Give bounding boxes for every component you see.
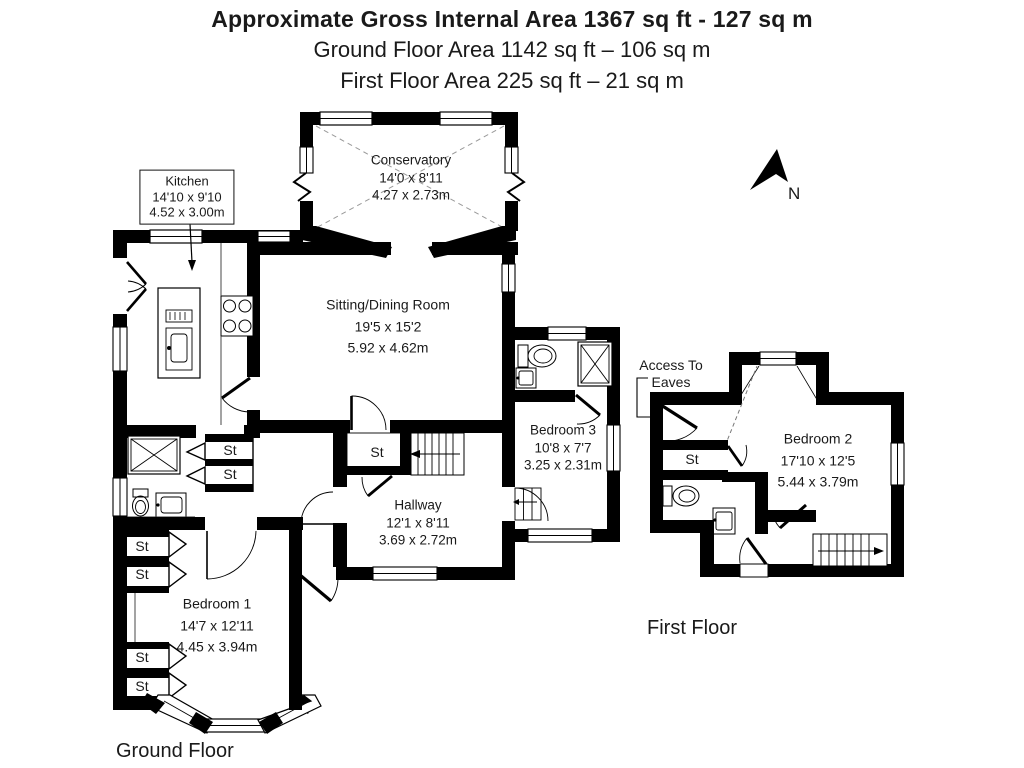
- room-name: Sitting/Dining Room: [326, 296, 450, 313]
- storage-label-mid-2: St: [223, 466, 237, 482]
- room-name: Bedroom 1: [182, 595, 252, 612]
- bedroom1-label: Bedroom 1 14'7 x 12'11 4.45 x 3.94m: [177, 593, 258, 658]
- ground-floor-area-subtitle: Ground Floor Area 1142 sq ft – 106 sq m: [313, 37, 711, 62]
- access-line2: Eaves: [651, 374, 691, 390]
- kitchen-structure: [112, 230, 260, 438]
- page-title: Approximate Gross Internal Area 1367 sq …: [211, 6, 813, 32]
- bedroom2-label: Bedroom 2 17'10 x 12'5 5.44 x 3.79m: [778, 428, 859, 493]
- eaves-access-door: [660, 403, 698, 442]
- bedroom3-steps: [513, 487, 549, 522]
- bedroom1-storage-closets: [127, 530, 188, 704]
- toilet: [517, 344, 557, 368]
- north-arrow-icon: [750, 149, 788, 190]
- first-floor-caption: First Floor: [647, 617, 737, 639]
- door-opening: [739, 563, 769, 578]
- eaves-pointer: [636, 377, 659, 421]
- room-dims-metric: 4.27 x 2.73m: [371, 187, 451, 203]
- first-floor-area-subtitle: First Floor Area 225 sq ft – 21 sq m: [340, 68, 684, 93]
- room-dims-imperial: 14'10 x 9'10: [152, 189, 222, 205]
- mid-storage-closets: [185, 434, 254, 492]
- kitchen-label: Kitchen 14'10 x 9'10 4.52 x 3.00m: [139, 169, 235, 225]
- shower: [577, 341, 613, 387]
- kitchen-label-arrow: [188, 223, 196, 271]
- room-name: Hallway: [394, 497, 442, 513]
- conservatory-label: Conservatory 14'0 x 8'11 4.27 x 2.73m: [371, 152, 451, 205]
- room-dims-imperial: 14'7 x 12'11: [180, 617, 254, 634]
- sink: [515, 367, 537, 389]
- bedroom1-structure: [113, 523, 322, 734]
- stair-door: [739, 537, 768, 565]
- storage-label-bed1-4: St: [135, 678, 149, 694]
- sink: [155, 492, 187, 518]
- room-dims-imperial: 19'5 x 15'2: [354, 318, 422, 335]
- kitchen-island: [157, 287, 201, 379]
- hall-storage-closet: [346, 432, 411, 498]
- bathroom-bedroom3-structure: [502, 326, 621, 580]
- room-dims-metric: 5.92 x 4.62m: [347, 339, 429, 356]
- stairs-ground: [410, 432, 465, 476]
- stairs-first: [812, 533, 888, 567]
- room-dims-imperial: 14'0 x 8'11: [379, 170, 443, 186]
- stove: [220, 295, 254, 337]
- north-label: N: [788, 184, 801, 203]
- storage-label-bed1-2: St: [135, 566, 149, 582]
- room-dims-imperial: 17'10 x 12'5: [780, 452, 856, 469]
- shower: [127, 435, 181, 475]
- sitting-dining-label: Sitting/Dining Room 19'5 x 15'2 5.92 x 4…: [326, 294, 450, 359]
- access-to-eaves-label: Access To Eaves: [639, 357, 703, 391]
- room-name: Kitchen: [165, 173, 209, 189]
- room-dims-metric: 4.52 x 3.00m: [149, 204, 225, 220]
- bedroom2-door: [771, 503, 807, 530]
- sitting-room-structure: [253, 242, 516, 433]
- hallway-structure: [289, 432, 515, 603]
- ground-floor-plan: [112, 111, 621, 734]
- room-dims-metric: 5.44 x 3.79m: [777, 473, 859, 490]
- storage-label-bed1-3: St: [135, 649, 149, 665]
- storage-label-first-floor: St: [685, 451, 699, 467]
- storage-label-mid-1: St: [223, 442, 237, 458]
- bedroom3-label: Bedroom 3 10'8 x 7'7 3.25 x 2.31m: [524, 422, 602, 475]
- first-floor-plan: [636, 351, 905, 578]
- storage-label-hallway: St: [370, 444, 384, 460]
- room-dims-imperial: 10'8 x 7'7: [534, 440, 592, 456]
- access-line1: Access To: [639, 357, 703, 374]
- ground-floor-caption: Ground Floor: [116, 740, 234, 762]
- room-dims-imperial: 12'1 x 8'11: [386, 515, 450, 531]
- bay-window: [113, 690, 322, 734]
- first-floor-storage-closet: [658, 440, 748, 480]
- ground-bathroom-structure: [112, 430, 303, 580]
- toilet: [662, 485, 700, 507]
- room-name: Conservatory: [370, 152, 452, 168]
- room-dims-metric: 4.45 x 3.94m: [176, 638, 258, 655]
- room-dims-metric: 3.25 x 2.31m: [523, 457, 603, 473]
- room-dims-metric: 3.69 x 2.72m: [378, 532, 458, 548]
- room-name: Bedroom 3: [529, 422, 597, 438]
- toilet: [132, 488, 149, 517]
- storage-label-bed1-1: St: [135, 538, 149, 554]
- room-name: Bedroom 2: [783, 430, 853, 447]
- compass: [750, 149, 788, 190]
- hallway-label: Hallway 12'1 x 8'11 3.69 x 2.72m: [379, 497, 457, 550]
- sink: [712, 507, 736, 535]
